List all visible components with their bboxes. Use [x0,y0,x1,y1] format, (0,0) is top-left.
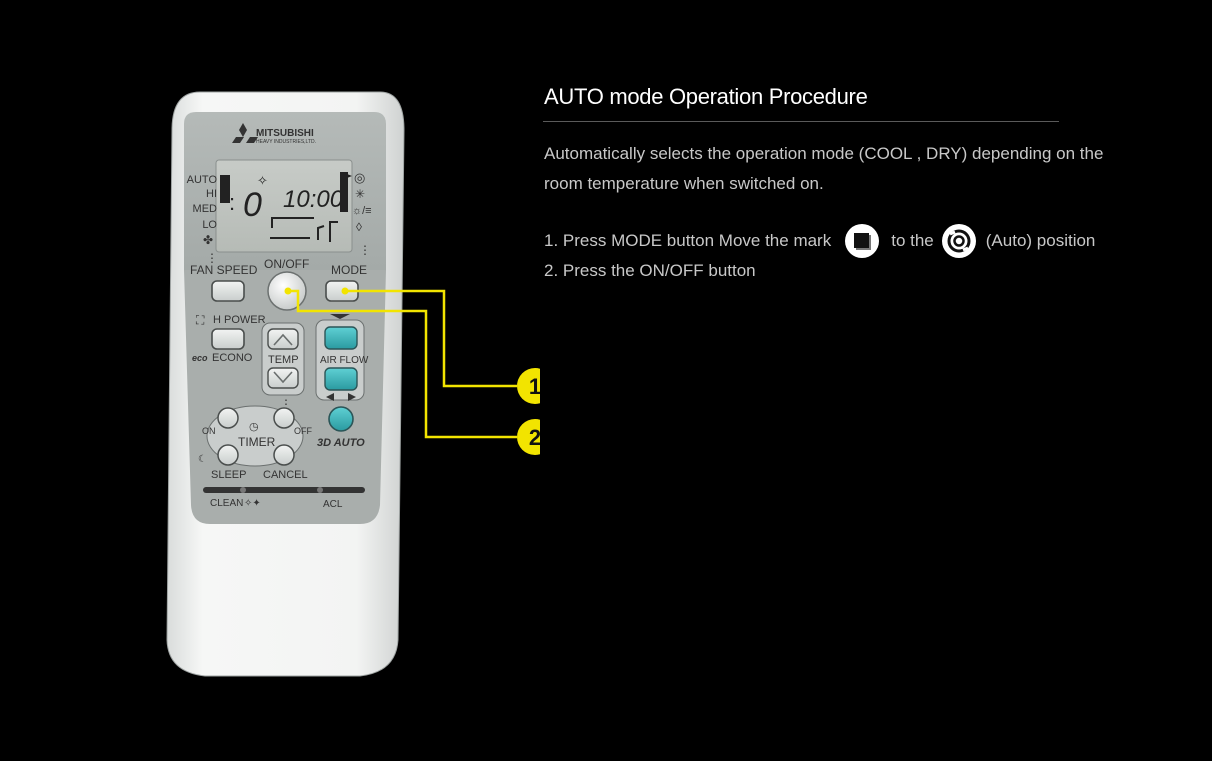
fan-speed-button[interactable] [211,280,245,302]
air-flow-label: AIR FLOW [320,355,369,366]
mode-target-dot [341,287,349,295]
auto-mode-icon [941,224,976,258]
remote-control: MITSUBISHI HEAVY INDUSTRIES,LTD. AUTO HI… [166,91,540,677]
air-flow-up-button[interactable] [324,326,358,350]
title-divider [543,121,1059,122]
step-1: 1. Press MODE button Move the mark to th… [544,224,1096,258]
timer-on-button[interactable] [217,407,239,429]
fan-level-hi: HI [206,188,217,200]
timer-label: TIMER [238,435,276,449]
fan-level-lo: LO [202,219,217,231]
callout-badge-2 [517,419,540,455]
eco-logo: eco [192,353,208,363]
econo-label: ECONO [212,352,253,364]
three-d-auto-label: 3D AUTO [317,437,365,449]
sleep-icon: ☾ [198,454,207,465]
callout-line-2 [288,289,517,439]
fan-level-indicator [220,175,230,203]
clean-sparkle-icon: ✧✦ [244,498,261,509]
step-2: 2. Press the ON/OFF button [544,256,1095,286]
step-1-suffix: (Auto) position [985,231,1096,250]
air-flow-down-button[interactable] [324,367,358,391]
page-title: AUTO mode Operation Procedure [544,84,868,109]
fan-dots: ⋮ [206,251,218,265]
temp-down-button[interactable] [267,367,299,389]
air-flow-up-arrow-icon [330,314,350,319]
temp-down-icon [273,371,293,384]
mode-flag-icon [342,172,352,180]
callout-number-1: 1 [529,374,540,399]
temp-label: TEMP [268,354,299,366]
auto-mode-lcd-icon: ◎ [354,170,365,185]
lcd-time: 10:00 [283,186,344,213]
lcd-minus-sign: : [229,190,235,215]
step-1-mid: to the [891,231,934,250]
three-d-auto-button[interactable] [328,406,354,432]
temp-up-button[interactable] [267,328,299,350]
remote-control-illustration: MITSUBISHI HEAVY INDUSTRIES,LTD. AUTO HI… [0,0,540,761]
h-power-label: H POWER [213,314,266,326]
h-power-icon: ⛶ [195,313,205,327]
callout-number-2: 2 [529,425,540,450]
brand-name: MITSUBISHI [256,128,314,139]
on-off-label: ON/OFF [264,257,309,271]
callout-badge-1 [517,368,540,404]
dry-mode-icon: ◊ [356,220,362,234]
clean-button[interactable] [240,487,246,493]
on-off-target-dot [284,287,292,295]
temp-up-icon [273,333,293,346]
cancel-button[interactable] [273,444,295,466]
fan-speed-label: FAN SPEED [190,263,258,277]
cool-mode-icon: ✳ [355,187,365,201]
mode-indicator [340,172,348,212]
clean-acl-bar [203,487,365,493]
acl-button[interactable] [317,487,323,493]
timer-off-label: OFF [294,426,312,436]
mitsubishi-logo-icon [232,123,258,143]
timer-off-button[interactable] [273,407,295,429]
acl-label: ACL [323,499,343,510]
timer-on-label: ON [202,426,216,436]
step-2-text: 2. Press the ON/OFF button [544,261,756,280]
callout-line-1 [345,289,517,388]
fan-level-med: MED [193,203,218,215]
square-mark-icon [845,224,880,258]
steps-list: 1. Press MODE button Move the mark to th… [544,224,1096,286]
step-1-prefix: 1. Press MODE button Move the mark [544,231,832,250]
mode-dots: ⋮ [359,243,371,257]
h-power-button[interactable] [211,328,245,350]
mode-label: MODE [331,263,367,277]
sleep-label: SLEEP [211,469,246,481]
fan-level-auto: AUTO [187,174,218,186]
lcd-fan-symbol-icon: ✧ [257,173,268,188]
timer-clock-icon: ◷ [249,421,259,433]
sleep-button[interactable] [217,444,239,466]
air-flow-side-arrows-icon [326,393,356,401]
heat-dry-mode-icon: ☼/≡ [352,205,372,217]
cancel-label: CANCEL [263,469,308,481]
lcd-louver-segments [270,217,338,242]
description: Automatically selects the operation mode… [544,144,1104,193]
lcd-set-temperature: 0 [243,186,262,224]
brand-subtitle: HEAVY INDUSTRIES,LTD. [256,139,316,145]
clean-label: CLEAN [210,498,243,509]
fan-icon: ✤ [203,233,213,247]
